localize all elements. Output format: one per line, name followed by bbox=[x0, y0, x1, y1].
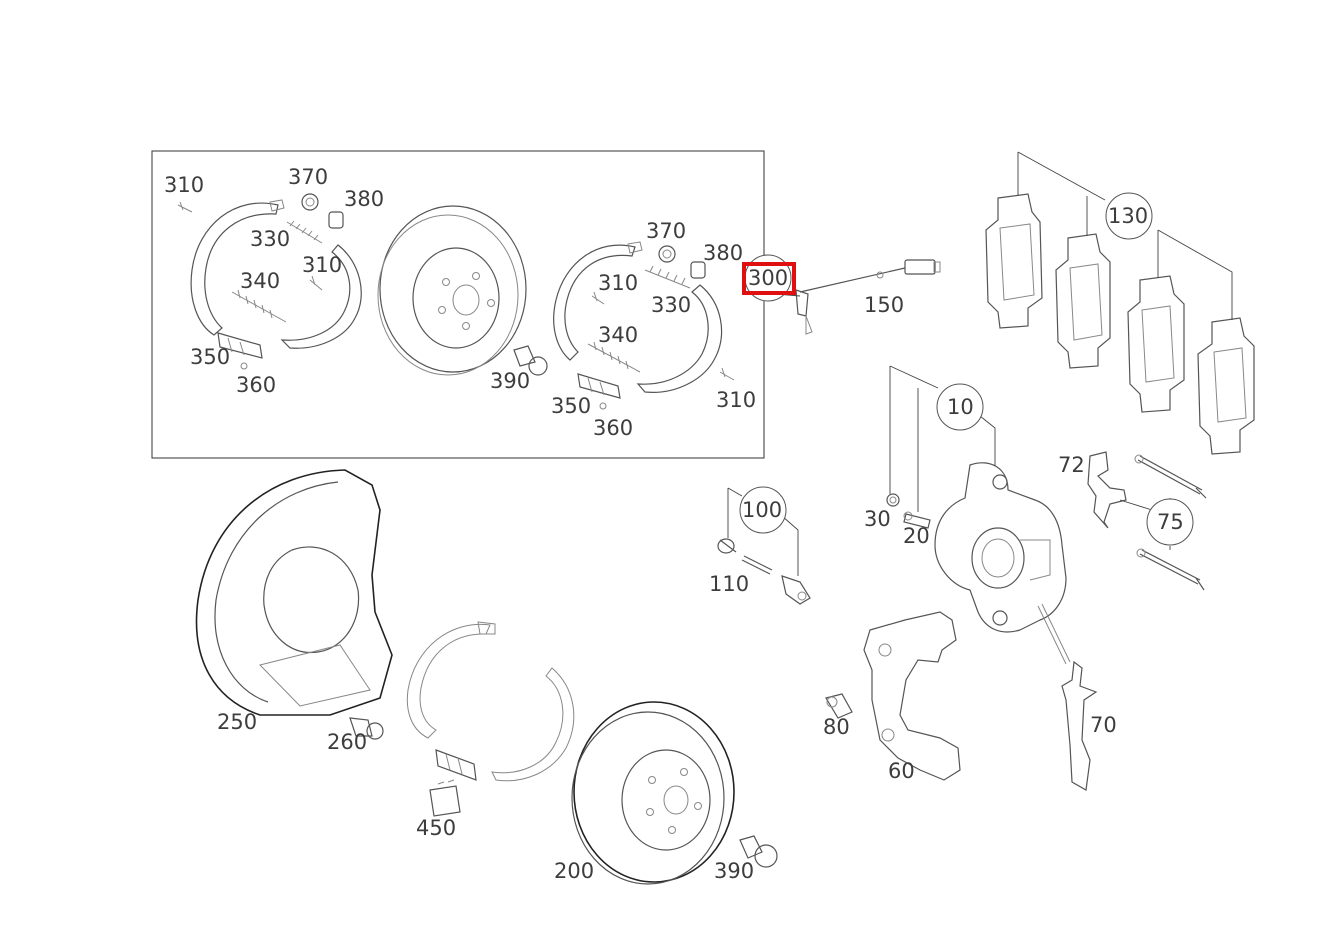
label-340-right[interactable]: 340 bbox=[598, 323, 638, 347]
callout-labels: 310 370 380 330 310 340 350 360 370 380 … bbox=[164, 165, 1184, 883]
brake-pad-2[interactable] bbox=[1055, 233, 1111, 369]
guide-pin-lower[interactable] bbox=[1136, 548, 1205, 591]
parking-brake-detail-frame bbox=[151, 150, 765, 459]
expander-lower[interactable] bbox=[435, 749, 477, 781]
brake-pad-3[interactable] bbox=[1127, 275, 1185, 413]
label-70[interactable]: 70 bbox=[1090, 713, 1117, 737]
label-300[interactable]: 300 bbox=[748, 266, 788, 290]
caliper-carrier[interactable] bbox=[863, 611, 961, 781]
brake-pad-4[interactable] bbox=[1197, 317, 1255, 455]
label-380-right[interactable]: 380 bbox=[703, 241, 743, 265]
label-250[interactable]: 250 bbox=[217, 710, 257, 734]
adjuster-nut-right[interactable] bbox=[658, 245, 676, 263]
label-330-right[interactable]: 330 bbox=[651, 293, 691, 317]
pin-left-top[interactable] bbox=[177, 201, 193, 213]
adjuster-spring-right[interactable] bbox=[644, 265, 691, 289]
label-350-right[interactable]: 350 bbox=[551, 394, 591, 418]
wear-sensor[interactable] bbox=[795, 259, 941, 335]
label-30[interactable]: 30 bbox=[864, 507, 891, 531]
label-200[interactable]: 200 bbox=[554, 859, 594, 883]
label-72[interactable]: 72 bbox=[1058, 453, 1085, 477]
adjuster-spring-left[interactable] bbox=[286, 220, 323, 244]
label-370-right[interactable]: 370 bbox=[646, 219, 686, 243]
leader-lines bbox=[727, 151, 1233, 576]
guide-pin-110[interactable] bbox=[741, 555, 773, 575]
guide-pin-upper[interactable] bbox=[1134, 454, 1207, 499]
callout-circle-75 bbox=[1146, 498, 1194, 546]
highlight-box-300 bbox=[742, 262, 796, 295]
adjuster-clip-450[interactable] bbox=[429, 779, 461, 817]
label-80[interactable]: 80 bbox=[823, 715, 850, 739]
shield-bolt-260[interactable] bbox=[349, 717, 384, 740]
carrier-bolt-80[interactable] bbox=[825, 693, 853, 719]
bolt-upper[interactable] bbox=[513, 345, 548, 376]
label-310-mid-left[interactable]: 310 bbox=[302, 253, 342, 277]
adjuster-nut-left[interactable] bbox=[301, 193, 319, 211]
brake-pad-1[interactable] bbox=[985, 193, 1043, 329]
spring-cap-right[interactable] bbox=[690, 261, 706, 279]
label-360-right[interactable]: 360 bbox=[593, 416, 633, 440]
label-310-low-right[interactable]: 310 bbox=[716, 388, 756, 412]
disc-bolt-lower[interactable] bbox=[739, 835, 778, 868]
return-spring-right[interactable] bbox=[587, 341, 641, 373]
label-350-left[interactable]: 350 bbox=[190, 345, 230, 369]
label-100[interactable]: 100 bbox=[742, 498, 782, 522]
label-390-upper[interactable]: 390 bbox=[490, 369, 530, 393]
parking-brake-shoe-lower-b[interactable] bbox=[491, 667, 575, 782]
label-310-mid-right[interactable]: 310 bbox=[598, 271, 638, 295]
wear-indicator-pin[interactable] bbox=[1037, 603, 1071, 665]
parking-brake-shoe-left-b[interactable] bbox=[280, 244, 362, 349]
label-380-left[interactable]: 380 bbox=[344, 187, 384, 211]
callout-circle-10 bbox=[936, 383, 984, 431]
parking-brake-shoe-right-a[interactable] bbox=[553, 241, 643, 361]
anti-rattle-clip-72[interactable] bbox=[1087, 451, 1127, 529]
parking-brake-shoe-lower-a[interactable] bbox=[406, 621, 496, 739]
label-10[interactable]: 10 bbox=[947, 395, 974, 419]
bleeder-valve-20[interactable] bbox=[903, 511, 931, 529]
spring-cap-left[interactable] bbox=[328, 211, 344, 229]
label-150[interactable]: 150 bbox=[864, 293, 904, 317]
label-370-left[interactable]: 370 bbox=[288, 165, 328, 189]
parking-brake-shoe-right-b[interactable] bbox=[636, 284, 723, 393]
return-spring-left[interactable] bbox=[231, 289, 287, 323]
pin-left-mid[interactable] bbox=[309, 275, 323, 291]
label-360-left[interactable]: 360 bbox=[236, 373, 276, 397]
label-310-top-left[interactable]: 310 bbox=[164, 173, 204, 197]
label-20[interactable]: 20 bbox=[903, 524, 930, 548]
label-130[interactable]: 130 bbox=[1108, 204, 1148, 228]
label-340-left[interactable]: 340 bbox=[240, 269, 280, 293]
label-260[interactable]: 260 bbox=[327, 730, 367, 754]
retainer-clip-left[interactable] bbox=[240, 362, 248, 370]
label-60[interactable]: 60 bbox=[888, 759, 915, 783]
callout-circle-130 bbox=[1105, 192, 1153, 240]
pin-right-mid[interactable] bbox=[591, 291, 605, 305]
label-110[interactable]: 110 bbox=[709, 572, 749, 596]
brake-disc-upper[interactable] bbox=[377, 205, 527, 376]
guide-sleeve-100[interactable] bbox=[781, 575, 811, 605]
label-390-lower[interactable]: 390 bbox=[714, 859, 754, 883]
expander-left[interactable] bbox=[217, 332, 263, 359]
brake-disc-lower[interactable] bbox=[571, 701, 735, 885]
brake-splash-shield[interactable] bbox=[195, 469, 393, 716]
expander-right[interactable] bbox=[577, 373, 621, 399]
callout-circle-100 bbox=[739, 486, 787, 534]
spring-clip-70[interactable] bbox=[1061, 660, 1098, 791]
label-75[interactable]: 75 bbox=[1157, 510, 1184, 534]
pin-right-low[interactable] bbox=[719, 367, 735, 381]
guide-bushing-110[interactable] bbox=[717, 538, 737, 554]
brake-caliper[interactable] bbox=[934, 462, 1067, 633]
label-450[interactable]: 450 bbox=[416, 816, 456, 840]
retainer-clip-right[interactable] bbox=[599, 402, 607, 410]
label-330-left[interactable]: 330 bbox=[250, 227, 290, 251]
parking-brake-shoe-left-a[interactable] bbox=[190, 199, 285, 336]
dust-cap-30[interactable] bbox=[886, 493, 900, 507]
